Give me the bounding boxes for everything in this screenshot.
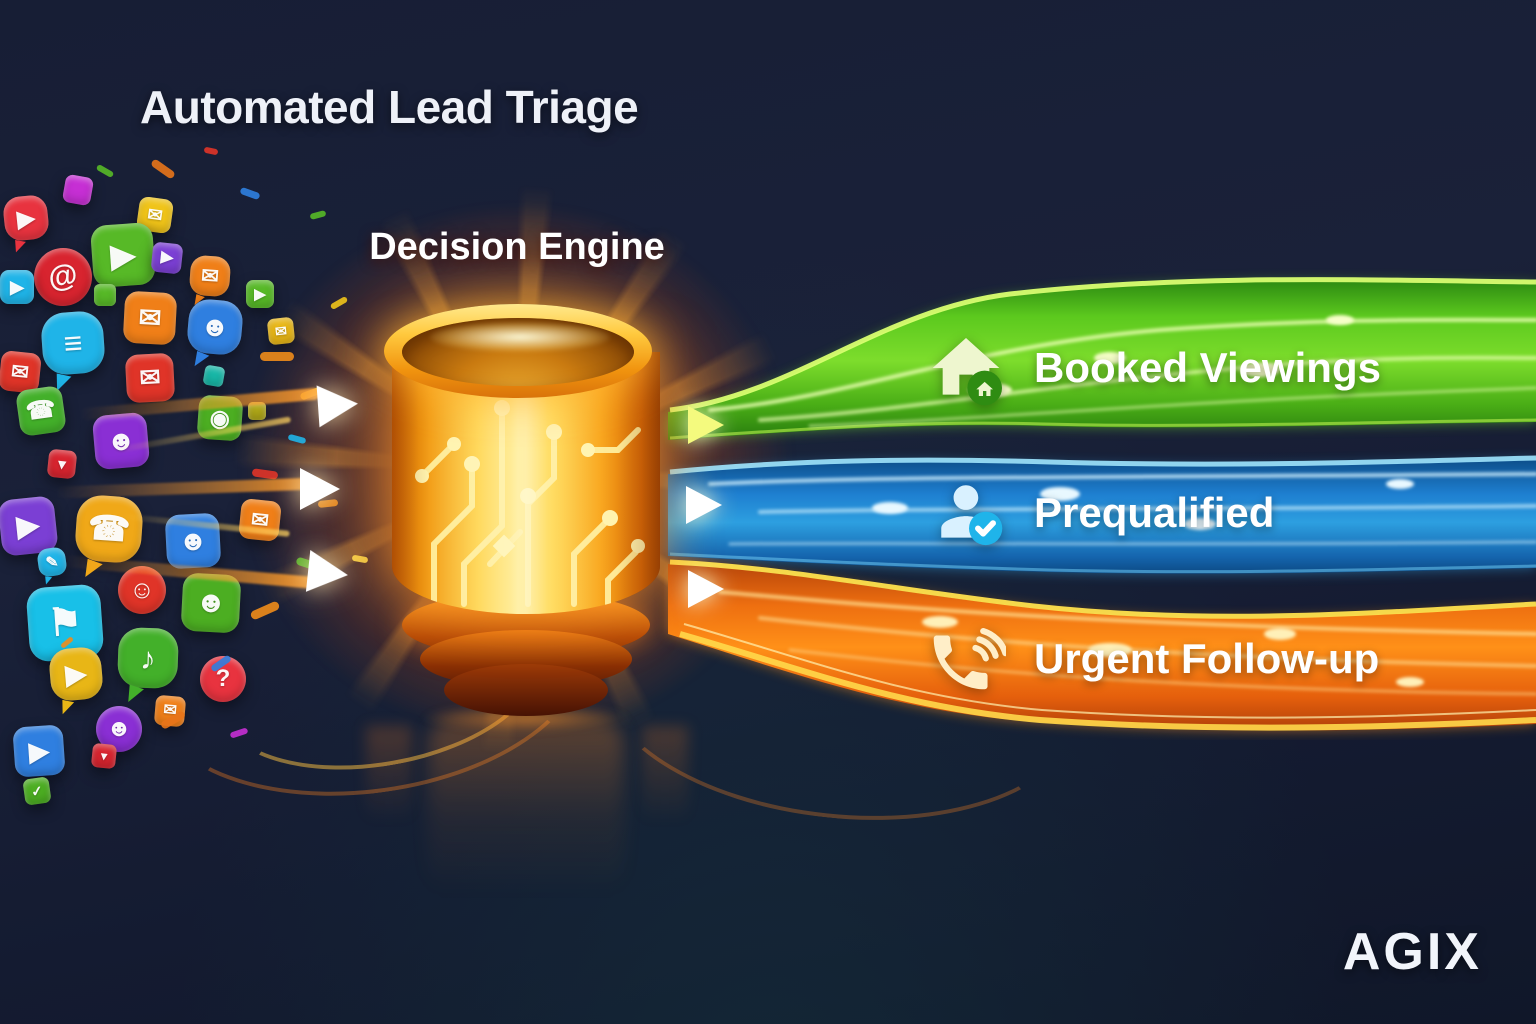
engine-top-gleam — [430, 322, 610, 352]
stream-prequalified — [668, 455, 1536, 574]
motion-dash — [239, 186, 261, 201]
outbound-arrow-green — [688, 406, 724, 444]
outbound-arrow-blue — [686, 486, 722, 524]
stream-label: Booked Viewings — [1034, 344, 1381, 391]
stream-booked-viewings — [668, 277, 1536, 440]
motion-dash — [351, 554, 369, 564]
inbound-arrow — [300, 468, 340, 510]
motion-dash — [209, 654, 233, 673]
engine-reflection — [642, 726, 688, 846]
stream-chip-prequalified: Prequalified — [932, 476, 1274, 550]
outbound-arrow-orange — [688, 570, 724, 608]
stream-urgent-follow-up — [668, 559, 1536, 731]
inbound-arrow — [305, 550, 351, 596]
play-icon: ▶ — [246, 280, 274, 308]
stream-chip-urgent-follow-up: Urgent Follow-up — [928, 620, 1379, 698]
motion-dash — [150, 158, 176, 180]
house-icon — [932, 338, 1002, 406]
stream-label: Prequalified — [1034, 489, 1275, 536]
engine-label: Decision Engine — [369, 226, 665, 268]
motion-dash — [329, 295, 349, 311]
person-check-icon — [941, 485, 1003, 546]
brand-logo: AGIX — [1342, 923, 1482, 981]
play-icon: ▶ — [0, 270, 34, 304]
motion-dash — [203, 146, 219, 156]
motion-dash — [229, 727, 249, 739]
engine-reflection — [366, 726, 412, 846]
motion-dash — [309, 210, 327, 220]
phone-icon — [933, 627, 1006, 690]
inbound-arrow — [316, 382, 360, 428]
motion-dash — [159, 710, 187, 730]
stream-label: Urgent Follow-up — [1034, 635, 1380, 682]
stream-chip-booked-viewings: Booked Viewings — [926, 328, 1381, 408]
motion-dash — [287, 433, 307, 445]
page-title: Automated Lead Triage — [140, 81, 639, 133]
output-streams — [668, 277, 1536, 731]
motion-dash — [95, 163, 115, 179]
motion-dash — [260, 352, 294, 361]
motion-dash — [60, 636, 74, 649]
engine-reflection — [428, 720, 624, 895]
engine-base — [444, 664, 608, 716]
dot-icon — [248, 402, 266, 420]
dot-icon — [94, 284, 116, 306]
motion-dash — [249, 600, 281, 621]
